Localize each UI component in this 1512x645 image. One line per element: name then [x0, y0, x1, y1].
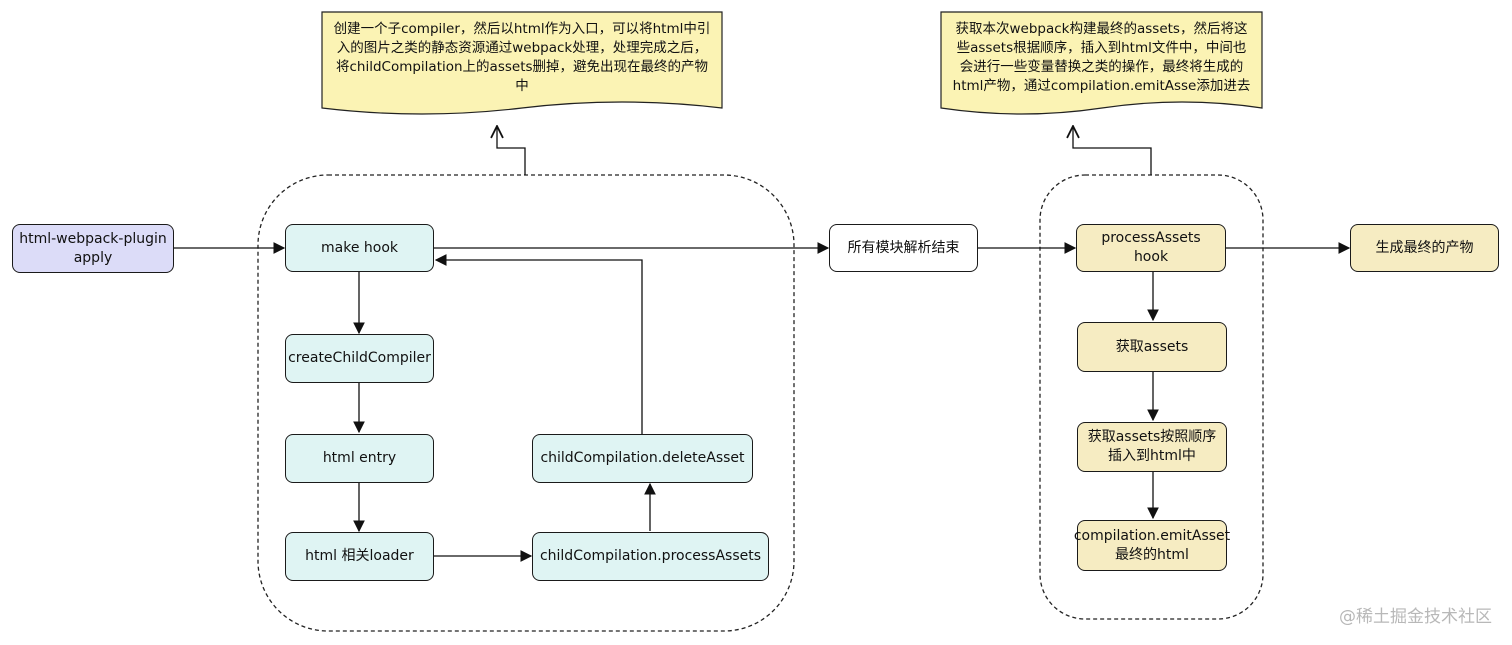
- node-modules-done: 所有模块解析结束: [829, 224, 978, 272]
- node-insert-assets: 获取assets按照顺序 插入到html中: [1077, 422, 1227, 472]
- node-html-loader: html 相关loader: [285, 532, 434, 581]
- node-child-delete-asset-label: childCompilation.deleteAsset: [540, 450, 745, 467]
- node-process-assets-hook-label: processAssets hook: [1101, 230, 1201, 265]
- node-final-output-label: 生成最终的产物: [1375, 239, 1474, 256]
- node-get-assets: 获取assets: [1077, 322, 1227, 372]
- node-insert-assets-label: 获取assets按照顺序 插入到html中: [1087, 429, 1217, 464]
- node-child-delete-asset: childCompilation.deleteAsset: [532, 434, 753, 483]
- right-note-connector: [1073, 126, 1152, 175]
- edge-delete-back-to-make: [434, 254, 643, 434]
- node-html-entry-label: html entry: [322, 450, 397, 467]
- right-note-shape: [940, 11, 1263, 115]
- node-make-hook: make hook: [285, 224, 434, 272]
- node-make-hook-label: make hook: [321, 239, 398, 256]
- watermark: @稀土掘金技术社区: [1339, 607, 1492, 627]
- node-plugin-apply-label: html-webpack-plugin apply: [19, 230, 167, 266]
- node-get-assets-label: 获取assets: [1115, 338, 1189, 355]
- left-note-shape: [321, 11, 723, 115]
- node-emit-asset: compilation.emitAsset 最终的html: [1073, 520, 1231, 571]
- node-child-process-assets: childCompilation.processAssets: [532, 532, 769, 581]
- left-group-frame: [257, 174, 795, 632]
- node-html-loader-label: html 相关loader: [305, 548, 414, 565]
- node-process-assets-hook: processAssets hook: [1076, 224, 1226, 272]
- node-modules-done-label: 所有模块解析结束: [847, 239, 960, 256]
- left-note: 创建一个子compiler，然后以html作为入口，可以将html中引入的图片之…: [333, 21, 711, 95]
- node-plugin-apply: html-webpack-plugin apply: [12, 224, 174, 273]
- node-child-process-assets-label: childCompilation.processAssets: [539, 548, 762, 565]
- node-final-output: 生成最终的产物: [1350, 224, 1499, 272]
- node-create-child-compiler-label: createChildCompiler: [288, 350, 431, 367]
- node-create-child-compiler: createChildCompiler: [285, 334, 434, 383]
- node-html-entry: html entry: [285, 434, 434, 483]
- node-emit-asset-label: compilation.emitAsset 最终的html: [1073, 527, 1231, 563]
- right-note: 获取本次webpack构建最终的assets，然后将这些assets根据顺序，插…: [952, 21, 1251, 95]
- left-note-connector: [497, 126, 526, 175]
